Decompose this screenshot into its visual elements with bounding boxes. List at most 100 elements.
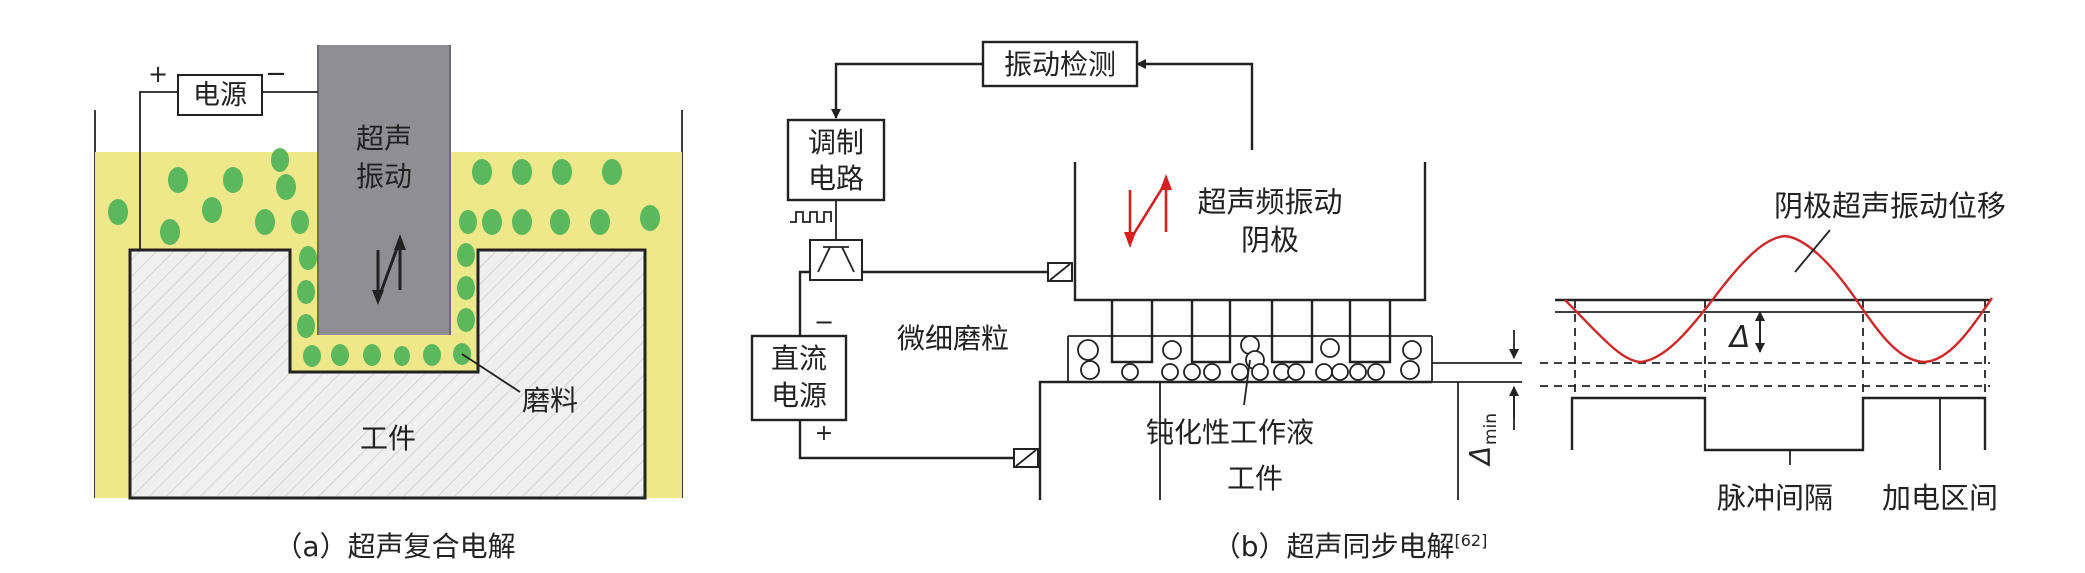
pulse-interval-label: 脉冲间隔	[1717, 481, 1833, 515]
fine-abrasive-particle	[1315, 363, 1333, 381]
abrasive-label: 磨料	[522, 384, 578, 417]
fine-abrasive-particle	[1402, 340, 1422, 360]
cathode-body	[1073, 162, 1427, 302]
power-supply-box	[177, 74, 263, 116]
abrasive-particle	[457, 243, 475, 267]
abrasive-particle	[297, 314, 315, 338]
figure-b: 振动检测 调制 电路 直流 电源 − + 超声频振动 阴极	[750, 40, 2006, 563]
abrasive-particle	[297, 280, 315, 304]
power-supply-label: 电源	[193, 80, 247, 111]
workpiece-surface	[1038, 380, 1432, 500]
pulse-train	[1570, 396, 1987, 452]
abrasive-particle	[457, 276, 475, 300]
abrasive-leader-line	[461, 353, 521, 393]
wire-to-workpiece	[798, 420, 1014, 460]
abrasive-particle	[640, 205, 660, 231]
modulation-label-line1: 调制	[808, 126, 864, 159]
cathode-tooth	[1270, 300, 1314, 364]
cathode-teeth	[1110, 300, 1392, 364]
fine-abrasive-particle	[1400, 360, 1420, 380]
cathode-tooth	[1110, 300, 1154, 364]
workpiece-terminal-mark	[1015, 449, 1037, 467]
fine-abrasive-particle	[1251, 363, 1269, 381]
abrasive-particle	[331, 344, 349, 366]
abrasive-particle	[512, 159, 532, 185]
abrasive-particle	[168, 167, 188, 193]
abrasive-particle	[108, 199, 128, 225]
abrasive-particle	[160, 219, 180, 245]
fluid-leader-line	[1243, 359, 1251, 406]
passivating-fluid-label: 钝化性工作液	[1146, 416, 1314, 449]
vibration-arrow-icon	[376, 239, 402, 301]
pulse-signal-icon	[790, 211, 832, 223]
fine-abrasive-particle	[1162, 340, 1182, 360]
abrasive-particle	[512, 209, 532, 235]
modulation-label-line2: 电路	[808, 162, 864, 195]
fine-abrasive-particle	[1331, 363, 1349, 381]
fine-abrasive-particle	[1183, 363, 1201, 381]
arrow-up-icon	[394, 234, 406, 250]
cathode-tooth	[1190, 300, 1232, 364]
abrasive-particle	[590, 209, 610, 235]
cathode-displacement-sine	[1564, 234, 1993, 364]
abrasive-particle	[602, 159, 622, 185]
fine-abrasive-label: 微细磨粒	[897, 322, 1009, 355]
fine-abrasive-particle	[1161, 363, 1179, 381]
transistor-leg-right	[841, 246, 855, 273]
workpiece-b-label: 工件	[1227, 462, 1283, 495]
feedback-wire-out	[831, 62, 983, 119]
red-arrow-up-icon	[1160, 174, 1172, 190]
cathode-label-line1: 超声频振动	[1197, 185, 1342, 219]
workpiece-label: 工件	[360, 422, 416, 455]
transistor-switch-icon	[809, 239, 863, 281]
fine-abrasive-particles	[1077, 335, 1422, 381]
wire-to-dc-negative	[798, 270, 810, 336]
power-on-interval-label: 加电区间	[1882, 481, 1998, 515]
abrasive-particle	[255, 209, 275, 235]
feedback-wire-in	[1136, 59, 1254, 150]
cathode-label-line2: 阴极	[1241, 223, 1299, 257]
vibration-detect-label: 振动检测	[1004, 48, 1116, 81]
abrasive-particle	[423, 344, 441, 366]
abrasive-particle	[472, 159, 492, 185]
abrasive-particle	[482, 209, 502, 235]
dc-negative-sign: −	[814, 308, 834, 336]
figure-a: 电源 + − 超声 振动 磨料 工件 （a）超声复合电解	[94, 45, 683, 563]
fine-abrasive-particle	[1320, 338, 1340, 358]
abrasive-particle	[202, 197, 222, 223]
abrasive-particles	[108, 148, 660, 367]
abrasive-particle	[550, 209, 570, 235]
fine-abrasive-particle	[1203, 363, 1221, 381]
dc-power-label-line1: 直流	[771, 342, 827, 375]
fine-abrasive-particle	[1121, 363, 1139, 381]
abrasive-particle	[457, 308, 475, 332]
abrasive-particle	[299, 246, 317, 270]
negative-sign: −	[265, 59, 287, 89]
arrow-down-icon	[372, 290, 384, 305]
fine-abrasive-particle	[1231, 363, 1249, 381]
cathode-tooth	[1348, 300, 1392, 364]
transistor-leg-left	[817, 246, 831, 273]
dc-positive-sign: +	[815, 421, 833, 446]
abrasive-particle	[271, 148, 289, 172]
abrasive-particle	[363, 344, 381, 366]
red-vibration-arrow-icon	[1128, 177, 1168, 245]
caption-b-ref: [62]	[1454, 531, 1487, 550]
abrasive-particle	[552, 159, 572, 185]
fine-abrasive-particle	[1077, 339, 1099, 361]
fine-abrasive-particle	[1349, 363, 1367, 381]
abrasive-particle	[223, 167, 243, 193]
dc-power-label-line2: 电源	[771, 379, 827, 412]
fine-abrasive-particle	[1367, 363, 1385, 381]
positive-sign: +	[148, 60, 168, 88]
abrasive-particle	[394, 346, 410, 366]
caption-a: （a）超声复合电解	[274, 530, 515, 563]
displacement-label: 阴极超声振动位移	[1774, 189, 2006, 223]
dc-power-box	[750, 334, 848, 422]
delta-min-label: Δ min	[1464, 413, 1501, 467]
displacement-leader-line	[1794, 229, 1831, 273]
ultrasonic-label-line2: 振动	[356, 160, 412, 193]
delta-label: Δ	[1728, 320, 1751, 355]
cathode-terminal-mark	[1049, 263, 1071, 281]
